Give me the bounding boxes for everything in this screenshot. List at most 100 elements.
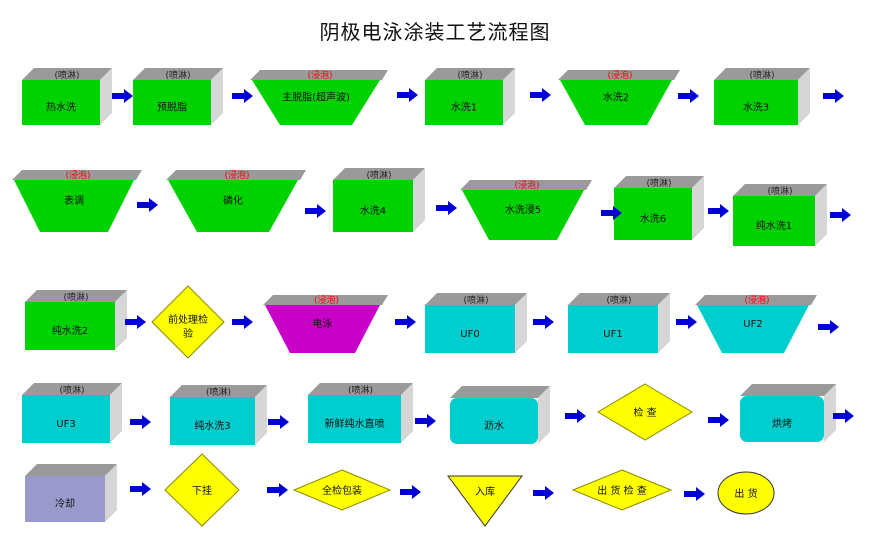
- tank-body: [462, 190, 584, 240]
- tank-top-face: [250, 70, 388, 80]
- process-step: 出 货: [717, 471, 775, 515]
- spray-tag: (喷淋): [606, 294, 631, 306]
- box-side-face: [658, 293, 670, 353]
- process-step: 出 货 检 查: [571, 469, 673, 511]
- process-step: 全检包装: [292, 469, 392, 511]
- tank-top-face: [460, 180, 592, 190]
- box-front-face: [133, 80, 211, 125]
- step-label: 新鲜纯水直喷: [325, 417, 385, 430]
- flow-arrow: [232, 315, 253, 329]
- step-label: 主脱脂(超声波): [282, 91, 350, 104]
- flow-arrow: [676, 315, 697, 329]
- step-label: 烘烤: [772, 417, 792, 430]
- box-side-face: [100, 68, 112, 125]
- process-step: 下挂: [164, 453, 240, 527]
- box-top-face: [25, 290, 127, 302]
- flow-arrow: [305, 204, 326, 218]
- flow-arrow: [823, 89, 844, 103]
- flow-arrow: [415, 414, 436, 428]
- dip-tag: (浸泡): [307, 69, 332, 81]
- flow-arrow: [112, 89, 133, 103]
- box-front-face: [733, 196, 815, 246]
- tank-top-face: [558, 70, 680, 80]
- tank-body: [697, 305, 809, 353]
- dip-tag: (浸泡): [744, 294, 769, 306]
- spray-tag: (喷淋): [348, 384, 373, 396]
- step-label: 冷却: [55, 497, 75, 510]
- dip-tag: (浸泡): [224, 169, 249, 181]
- flow-arrow: [684, 487, 705, 501]
- tank-body: [252, 80, 380, 125]
- spray-tag: (喷淋): [63, 291, 88, 303]
- tank-top-face: [12, 170, 142, 180]
- flow-arrow: [395, 315, 416, 329]
- step-label: 出 货 检 查: [597, 484, 647, 497]
- step-label: 水洗2: [603, 92, 629, 104]
- process-step: 入库: [447, 475, 523, 527]
- process-step: (喷淋)UF0: [425, 293, 527, 353]
- box-side-face: [692, 176, 704, 240]
- process-step: (浸泡) 表调: [12, 169, 142, 232]
- step-label: 检 查: [633, 406, 656, 419]
- box-top-face: [25, 464, 117, 476]
- process-step: (浸泡) 主脱脂(超声波): [250, 69, 388, 125]
- diagram-title: 阴极电泳涂装工艺流程图: [319, 20, 551, 44]
- box-side-face: [115, 290, 127, 350]
- step-label: 磷化: [223, 194, 243, 207]
- storage-triangle: [447, 475, 523, 527]
- box-front-face: [308, 395, 401, 443]
- process-step: (浸泡) 电泳: [263, 294, 388, 353]
- tank-top-face: [695, 295, 817, 305]
- process-step: (喷淋)预脱脂: [133, 68, 223, 125]
- box-side-face: [503, 68, 515, 125]
- tank-body: [265, 305, 380, 353]
- box-side-face: [105, 464, 117, 522]
- spray-tag: (喷淋): [749, 69, 774, 81]
- step-label: 纯水洗2: [52, 324, 88, 337]
- terminal-ellipse: [717, 471, 775, 515]
- box-side-face: [255, 385, 267, 445]
- dip-tag: (浸泡): [65, 169, 90, 181]
- box-top-face: [714, 68, 810, 80]
- flow-arrow: [267, 483, 288, 497]
- process-step: (浸泡)水洗2: [558, 69, 680, 125]
- process-step: (喷淋)UF1: [568, 293, 670, 353]
- box-top-face: [425, 293, 527, 305]
- spray-tag: (喷淋): [767, 185, 792, 197]
- box-front-face: [450, 398, 538, 444]
- step-label: 表调: [64, 194, 84, 207]
- dip-tag: (浸泡): [514, 179, 539, 191]
- step-label: 水洗1: [451, 102, 477, 114]
- process-step: (浸泡)UF2: [695, 294, 817, 353]
- process-step: (浸泡) 磷化: [166, 169, 306, 232]
- flow-arrow: [830, 208, 851, 222]
- step-label: 纯水洗1: [756, 219, 792, 232]
- step-label: 热水洗: [46, 101, 76, 114]
- box-top-face: [308, 383, 413, 395]
- process-step: 沥水: [450, 386, 550, 444]
- box-top-face: [614, 176, 704, 188]
- box-front-face: [333, 180, 413, 232]
- box-top-face: [568, 293, 670, 305]
- step-label: 出 货: [734, 487, 757, 500]
- process-step: (喷淋) 纯水洗2: [25, 290, 127, 350]
- spray-tag: (喷淋): [165, 69, 190, 81]
- flow-arrow: [678, 89, 699, 103]
- process-step: (喷淋)水洗4: [333, 168, 425, 232]
- box-side-face: [824, 384, 836, 442]
- step-label: 水洗浸5: [505, 204, 541, 216]
- step-label: 电泳: [313, 317, 333, 330]
- box-side-face: [515, 293, 527, 353]
- flow-arrow: [533, 315, 554, 329]
- decision-diamond: [151, 285, 225, 359]
- flow-arrow: [533, 486, 554, 500]
- flow-arrow: [232, 89, 253, 103]
- step-label: 前处理检验: [168, 313, 208, 340]
- flow-arrow: [130, 415, 151, 429]
- process-step: 烘烤: [740, 384, 836, 442]
- process-step: (喷淋)水洗1: [425, 68, 515, 125]
- step-label: 下挂: [192, 484, 212, 497]
- flow-arrow: [708, 204, 729, 218]
- dip-tag: (浸泡): [314, 294, 339, 306]
